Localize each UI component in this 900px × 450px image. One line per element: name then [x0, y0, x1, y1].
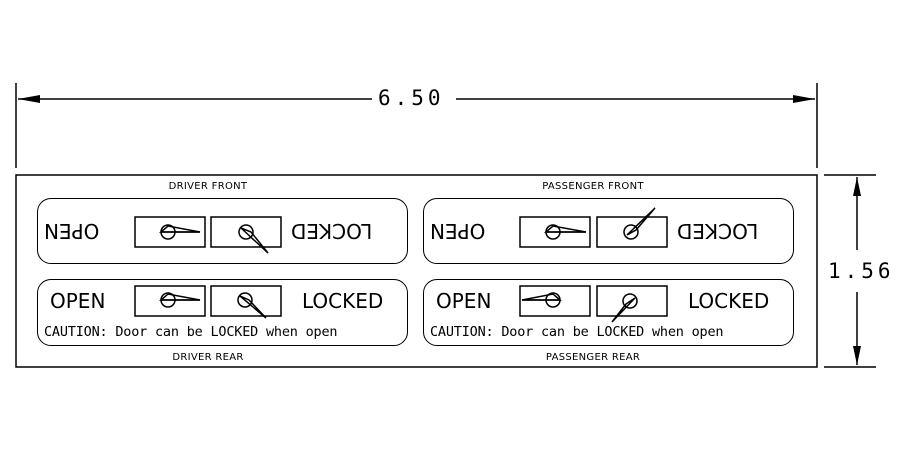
driver-rear-label: OPEN LOCKED CAUTION: Door can be LOCKED …	[37, 279, 408, 346]
locked-position-icon	[596, 285, 668, 317]
passenger-front-title: PASSENGER FRONT	[542, 181, 644, 192]
locked-label: LOCKED	[302, 289, 384, 313]
passenger-rear-label: OPEN LOCKED CAUTION: Door can be LOCKED …	[423, 279, 794, 346]
passenger-rear-title: PASSENGER REAR	[545, 352, 641, 363]
open-label: OPEN	[50, 289, 106, 313]
open-position-icon	[519, 285, 591, 317]
locked-position-icon	[210, 285, 282, 317]
open-position-icon	[519, 216, 591, 248]
caution-text: CAUTION: Door can be LOCKED when open	[44, 324, 338, 340]
caution-text: CAUTION: Door can be LOCKED when open	[430, 324, 724, 340]
locked-position-icon	[596, 216, 668, 248]
driver-rear-title: DRIVER REAR	[172, 352, 244, 363]
passenger-front-label: OPEN LOCKED	[423, 198, 794, 264]
locked-position-icon	[210, 216, 282, 248]
open-position-icon	[134, 285, 206, 317]
open-position-icon	[134, 216, 206, 248]
height-dimension: 1.56	[828, 259, 895, 283]
driver-front-label: OPEN LOCKED	[37, 198, 408, 264]
open-label: OPEN	[436, 289, 492, 313]
locked-label: LOCKED	[688, 289, 770, 313]
driver-front-title: DRIVER FRONT	[168, 181, 248, 192]
width-dimension: 6.50	[378, 86, 445, 110]
